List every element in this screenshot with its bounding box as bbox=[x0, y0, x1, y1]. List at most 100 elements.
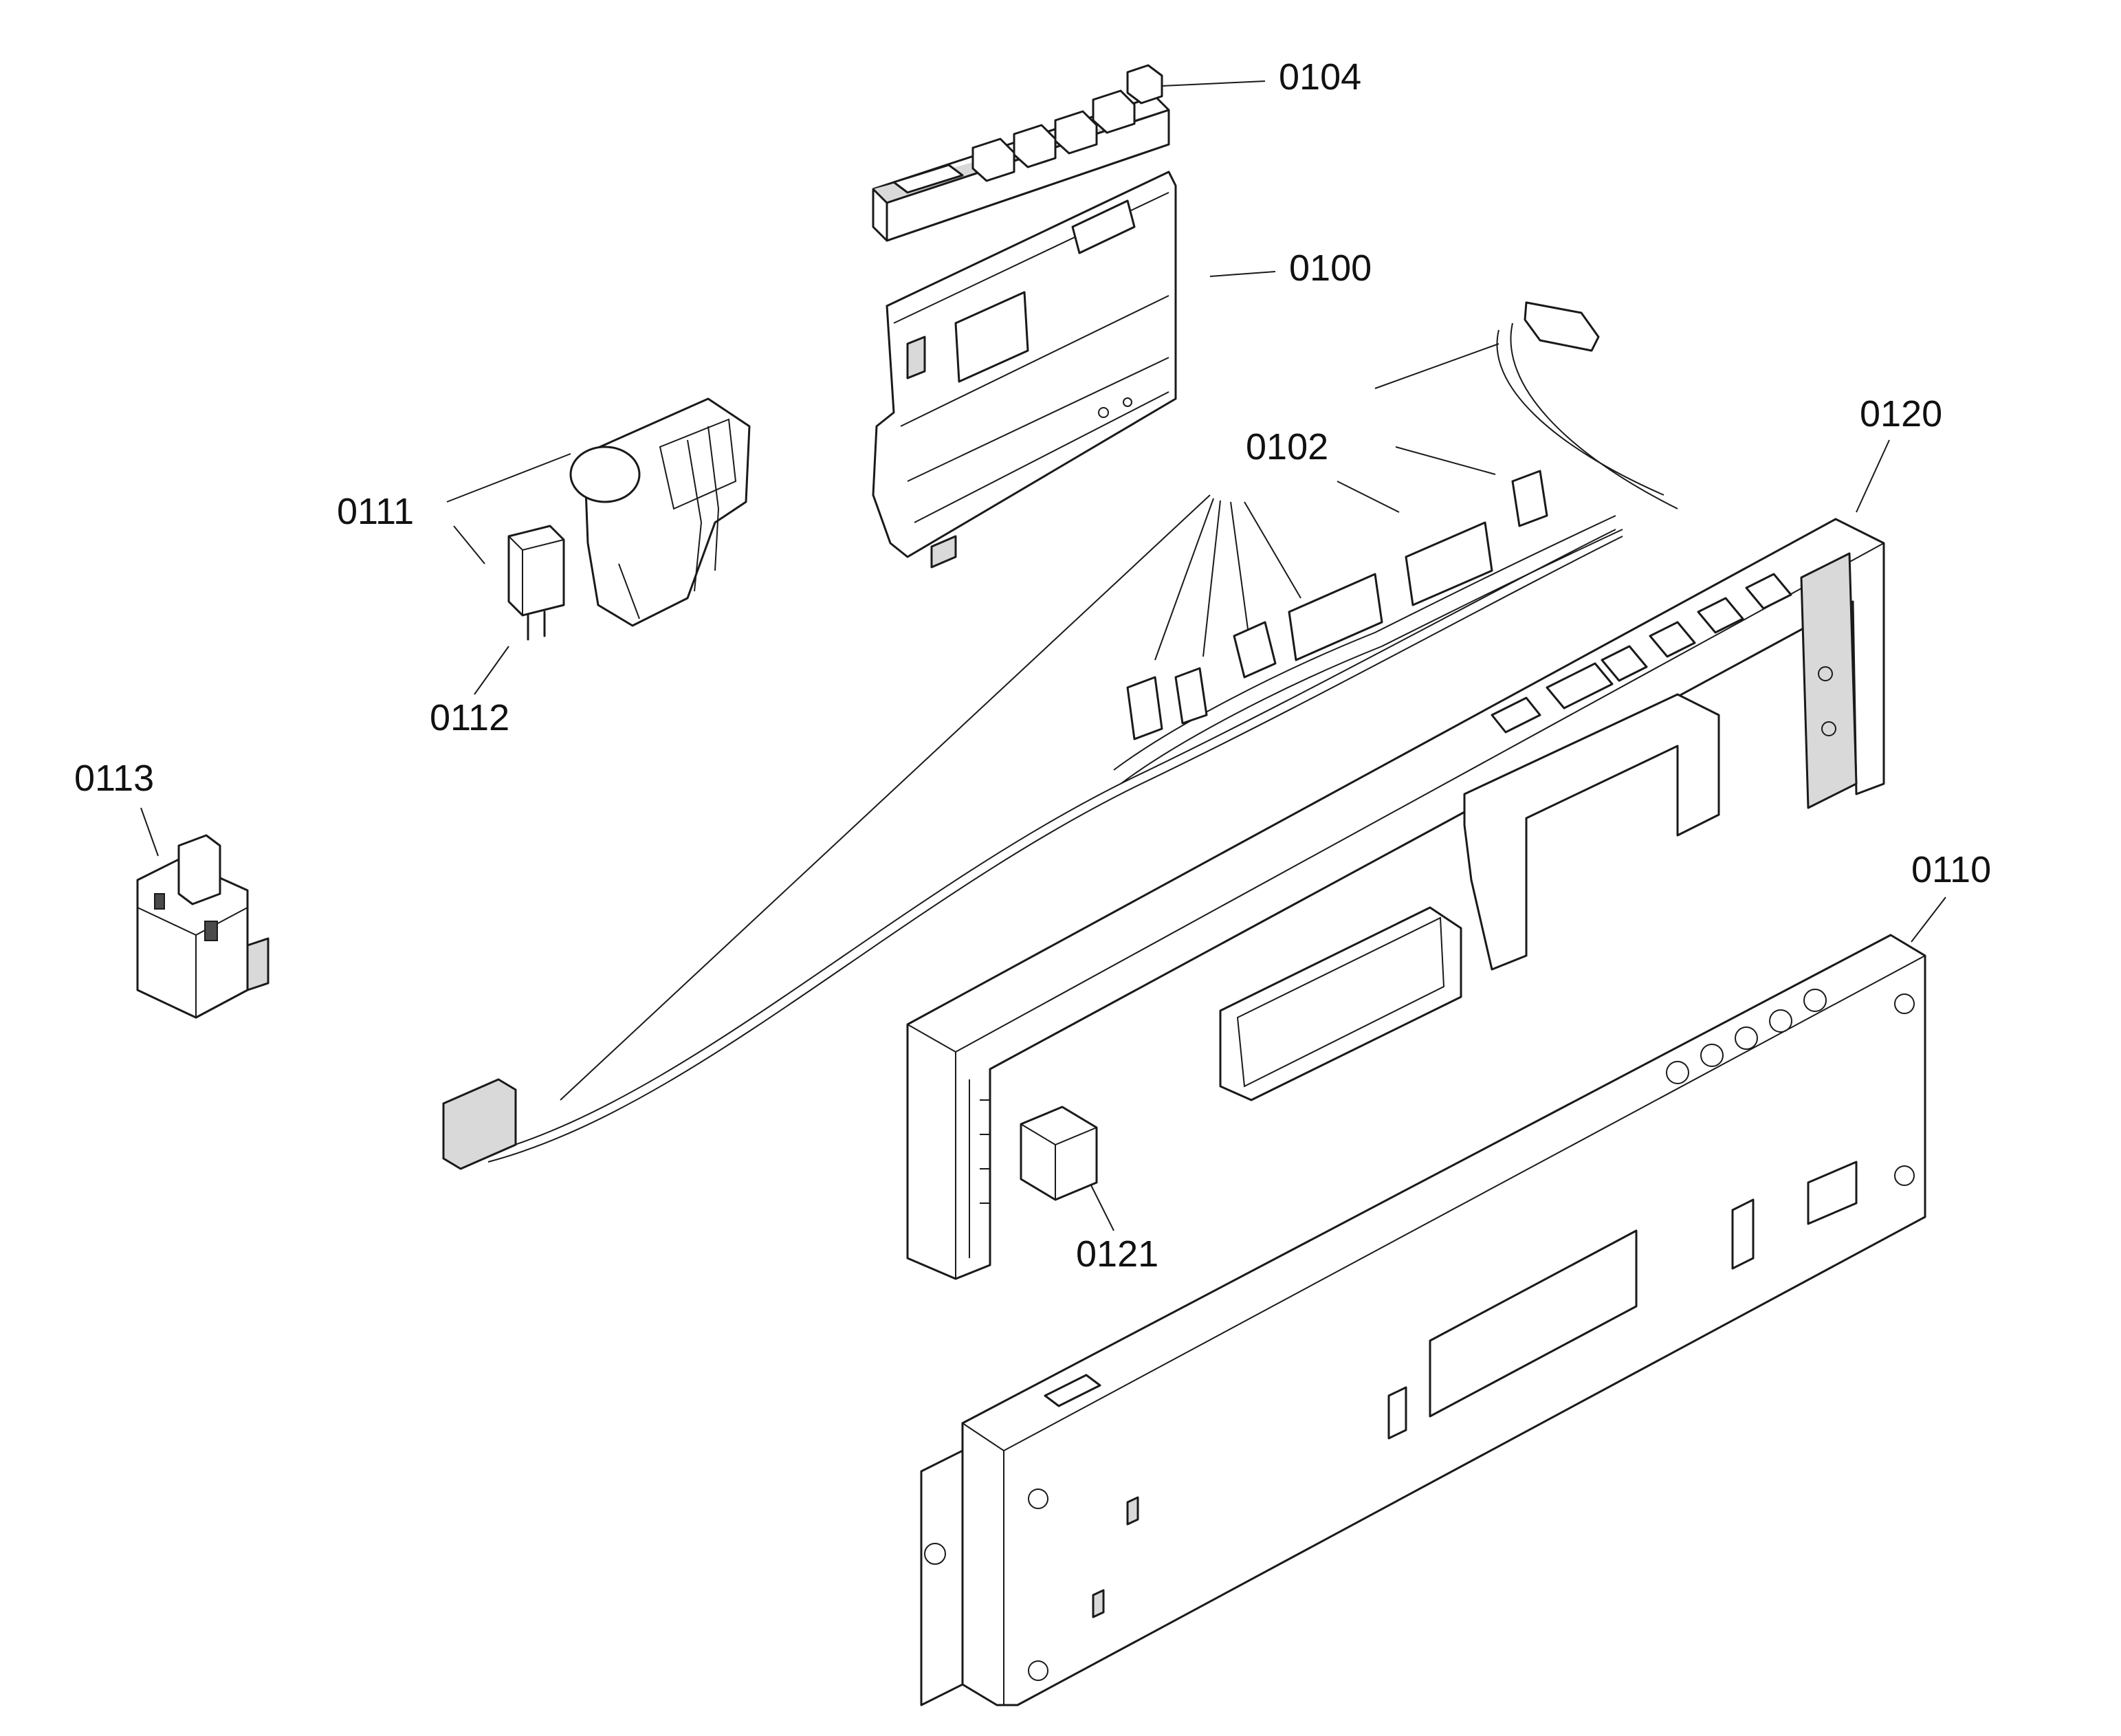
harness-main-cable bbox=[487, 536, 1623, 1163]
frame-hole bbox=[1697, 597, 1744, 634]
actuator-rib bbox=[687, 439, 703, 592]
harness-connector-wide bbox=[1288, 573, 1383, 661]
leader-0120 bbox=[1856, 439, 1890, 513]
label-0100: 0100 bbox=[1289, 248, 1372, 289]
part-0111-actuator bbox=[569, 397, 751, 627]
leader-0102-c bbox=[1202, 500, 1221, 657]
frame-body bbox=[906, 518, 1885, 1280]
label-0112: 0112 bbox=[430, 697, 509, 738]
part-0104-button-strip bbox=[872, 64, 1170, 242]
strip-window bbox=[892, 164, 964, 194]
frame-handle-opening bbox=[1219, 906, 1462, 1101]
part-0113-relay bbox=[136, 834, 270, 1019]
module-rail-1 bbox=[900, 295, 1169, 427]
leader-0110 bbox=[1911, 897, 1946, 943]
panel-knob-hole bbox=[1735, 1026, 1758, 1050]
harness-connector bbox=[1511, 470, 1548, 527]
label-0111: 0111 bbox=[337, 491, 414, 532]
frame-hole bbox=[1745, 573, 1792, 610]
panel-slot bbox=[1807, 1161, 1858, 1225]
module-tab bbox=[906, 336, 926, 380]
cube-edges bbox=[1020, 1123, 1097, 1200]
relay-tab bbox=[177, 834, 221, 905]
cube-body bbox=[1020, 1106, 1098, 1201]
harness-loop bbox=[1510, 322, 1678, 509]
strip-buttons bbox=[971, 64, 1163, 182]
harness-top-connector bbox=[1524, 301, 1600, 352]
strip-button bbox=[1126, 64, 1163, 105]
leader-0102-b bbox=[1154, 498, 1214, 661]
panel-slot bbox=[1731, 1198, 1755, 1270]
panel-body bbox=[961, 934, 1926, 1706]
label-0121: 0121 bbox=[1076, 1233, 1158, 1275]
label-0110: 0110 bbox=[1911, 849, 1991, 890]
strip-button bbox=[1092, 89, 1136, 134]
label-0104: 0104 bbox=[1279, 56, 1361, 98]
harness-main-cable bbox=[481, 529, 1616, 1156]
frame-button-holes bbox=[1491, 573, 1792, 734]
leader-0104 bbox=[1161, 80, 1266, 87]
harness-connector bbox=[1233, 621, 1277, 679]
harness-end-connector bbox=[442, 1078, 517, 1170]
harness-connector bbox=[1126, 676, 1163, 740]
module-window bbox=[954, 291, 1029, 383]
frame-hole bbox=[1546, 662, 1614, 710]
frame-hole bbox=[1601, 645, 1648, 682]
module-tab bbox=[930, 535, 957, 569]
actuator-coil bbox=[569, 446, 641, 503]
frame-hole-round bbox=[1818, 666, 1833, 681]
harness-connector-wide bbox=[1405, 521, 1493, 606]
panel-slot bbox=[1044, 1374, 1101, 1407]
panel-hole-round bbox=[924, 1543, 946, 1565]
leader-lines bbox=[140, 80, 1946, 1231]
frame-hole bbox=[1491, 696, 1541, 734]
relay-terminal bbox=[246, 937, 270, 991]
part-0120-front-frame bbox=[906, 518, 1885, 1280]
panel-knob-holes bbox=[1666, 989, 1827, 1084]
leader-0102-g bbox=[1395, 446, 1496, 475]
part-0112-capacitor bbox=[507, 525, 565, 641]
leader-0113 bbox=[140, 807, 159, 857]
frame-right-end bbox=[1800, 552, 1858, 809]
capacitor-pins bbox=[527, 611, 546, 641]
label-0120: 0120 bbox=[1860, 393, 1942, 435]
panel-corner-hole bbox=[1028, 1660, 1048, 1681]
actuator-leg bbox=[618, 563, 640, 619]
harness-connector bbox=[1174, 667, 1208, 725]
panel-corner-hole bbox=[1028, 1488, 1048, 1509]
frame-left-ribs bbox=[969, 1079, 990, 1258]
harness-loop bbox=[1496, 329, 1664, 496]
module-rail-2 bbox=[907, 357, 1169, 482]
panel-clip bbox=[1092, 1589, 1105, 1618]
frame-handle-inner bbox=[1236, 916, 1445, 1088]
leader-0102-a bbox=[560, 494, 1211, 1101]
leader-0111-a bbox=[446, 453, 571, 503]
panel-knob-hole bbox=[1769, 1009, 1792, 1033]
harness-bundle bbox=[1113, 515, 1616, 771]
actuator-face bbox=[659, 418, 737, 510]
panel-corner-hole bbox=[1894, 1165, 1915, 1186]
part-0100-control-module bbox=[872, 171, 1177, 569]
part-labels: 0104 0100 0102 0120 0111 0112 0113 0110 … bbox=[74, 56, 1991, 1275]
leader-0112 bbox=[474, 646, 509, 695]
actuator-body bbox=[583, 397, 751, 627]
strip-button bbox=[971, 138, 1015, 182]
leader-0102-f bbox=[1337, 481, 1400, 513]
actuator-rib bbox=[707, 426, 720, 571]
part-0102-wiring-harness bbox=[442, 301, 1678, 1170]
module-screw bbox=[1123, 397, 1132, 407]
leader-0102-h bbox=[1374, 343, 1499, 389]
frame-center-bracket bbox=[1463, 693, 1720, 971]
part-0121-cube bbox=[1020, 1106, 1098, 1201]
harness-bundle bbox=[1120, 529, 1623, 784]
panel-corner-hole bbox=[1894, 993, 1915, 1014]
module-screw bbox=[1098, 407, 1109, 418]
part-0110-rear-panel bbox=[920, 934, 1926, 1706]
frame-hole bbox=[1649, 621, 1696, 658]
panel-knob-hole bbox=[1666, 1061, 1689, 1084]
leader-0102-d bbox=[1230, 501, 1249, 630]
label-0102: 0102 bbox=[1246, 426, 1328, 468]
relay-contact bbox=[204, 921, 218, 941]
panel-clip bbox=[1126, 1496, 1139, 1526]
